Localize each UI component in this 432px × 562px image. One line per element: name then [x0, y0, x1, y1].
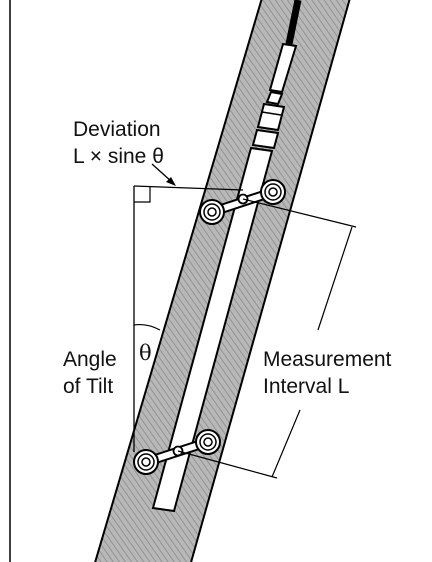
- upper-extension-line: [242, 198, 357, 228]
- right-angle-marker: [134, 187, 151, 203]
- lower-wheel-assembly: [133, 429, 221, 475]
- deviation-formula-label: L × sine θ: [73, 145, 164, 168]
- measurement-interval-label-line2: Interval L: [263, 375, 349, 398]
- angle-of-tilt-label-line1: Angle: [63, 348, 117, 371]
- deviation-arrowhead: [166, 177, 176, 186]
- angle-arc: [133, 323, 161, 331]
- probe-body: [151, 146, 274, 513]
- angle-of-tilt-label-line2: of Tilt: [63, 375, 113, 398]
- theta-symbol: θ: [139, 341, 152, 365]
- probe-coupling: [256, 102, 286, 132]
- probe-connector: [268, 42, 298, 94]
- measurement-interval-label-line1: Measurement: [263, 348, 392, 371]
- lower-extension-line: [177, 450, 278, 479]
- deviation-line: [133, 185, 244, 191]
- deviation-label: Deviation: [73, 118, 161, 141]
- probe-cable: [285, 0, 302, 45]
- measurement-dimension-line-top: [317, 226, 353, 331]
- probe-neck: [265, 90, 284, 106]
- measurement-dimension-line-bottom: [271, 409, 301, 478]
- probe-collar: [251, 128, 280, 150]
- probe-coupling-groove: [261, 111, 282, 116]
- deviation-leader: [151, 163, 173, 183]
